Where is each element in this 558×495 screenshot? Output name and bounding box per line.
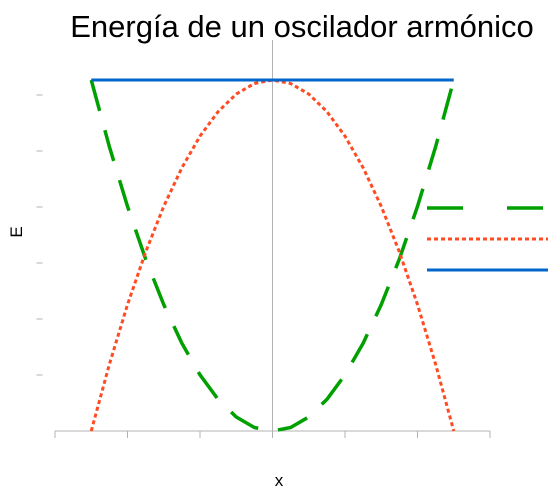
- x-axis-label: x: [275, 471, 284, 490]
- y-axis-label: E: [7, 226, 26, 237]
- series-line-kinetic: [89, 78, 456, 432]
- chart-title: Energía de un oscilador armónico: [70, 9, 534, 44]
- legend: [427, 206, 548, 272]
- axes: [36, 40, 491, 438]
- series-lines: [89, 78, 456, 433]
